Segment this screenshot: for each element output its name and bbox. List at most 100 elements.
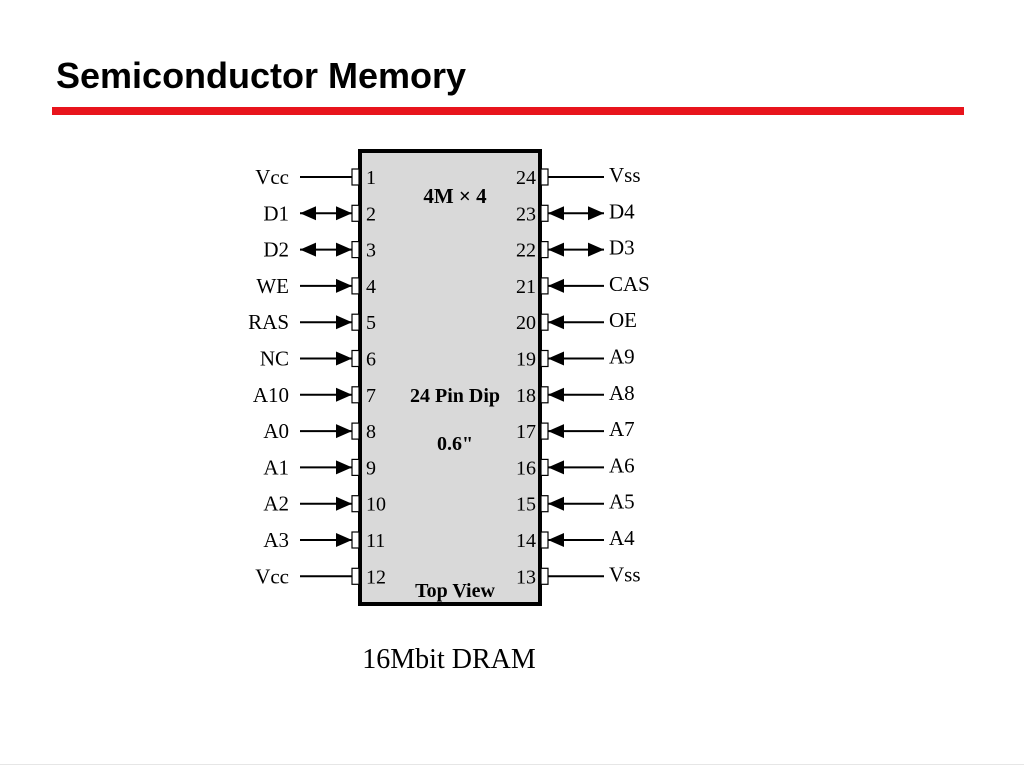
pin-label: Vss — [609, 562, 641, 586]
pin-stub — [540, 168, 549, 186]
pin-number: 11 — [366, 530, 385, 552]
pin-label: Vss — [609, 163, 641, 187]
pin-number: 20 — [516, 312, 536, 334]
pin-number: 22 — [516, 240, 536, 262]
pin-label: A6 — [609, 453, 635, 477]
pin-label: CAS — [609, 272, 650, 296]
pin-stub — [351, 567, 360, 585]
pin-arrow-in — [548, 206, 564, 221]
pin-arrow-in — [336, 387, 352, 402]
pin-arrow-out — [300, 206, 316, 221]
pin-number: 2 — [366, 203, 376, 225]
pin-label: A4 — [609, 526, 635, 550]
pin-stub — [351, 531, 360, 549]
pin-stub — [540, 422, 549, 440]
pin-number: 21 — [516, 276, 536, 298]
pin-arrow-in — [548, 242, 564, 257]
pin-stub — [351, 349, 360, 368]
pin-number: 18 — [516, 385, 536, 407]
pin-number: 6 — [366, 349, 376, 371]
chip-package-label: 24 Pin Dip — [410, 385, 500, 407]
pin-stub — [351, 277, 360, 295]
pin-arrow-in — [548, 387, 564, 402]
chip-body — [358, 149, 542, 606]
pin-label: A0 — [263, 419, 289, 443]
pin-arrow-in — [336, 351, 352, 366]
pin-number: 10 — [366, 494, 386, 516]
pin-label: A9 — [609, 345, 635, 369]
pin-label: A1 — [263, 455, 289, 479]
pin-arrow-in — [336, 460, 352, 475]
pin-number: 3 — [366, 240, 376, 262]
pin-arrow-in — [548, 278, 564, 293]
pin-stub — [351, 495, 360, 513]
pin-arrow-in — [336, 242, 352, 257]
pin-arrow-in — [548, 424, 564, 439]
pin-stub — [351, 168, 360, 186]
pin-arrow-in — [336, 206, 352, 221]
pin-stub — [351, 458, 360, 476]
pin-stub — [540, 204, 549, 222]
pin-number: 1 — [366, 167, 376, 189]
pin-label: A2 — [263, 492, 289, 516]
pin-stub — [540, 386, 549, 404]
pin-arrow-in — [336, 496, 352, 511]
pin-stub — [351, 204, 360, 222]
pin-label: A3 — [263, 528, 289, 552]
chip-view-label: Top View — [415, 580, 495, 602]
pin-arrow-in — [548, 351, 564, 366]
pin-stub — [540, 531, 549, 549]
title-underline — [52, 107, 964, 115]
pin-stub — [540, 349, 549, 368]
pin-number: 17 — [516, 421, 536, 443]
figure-caption: 16Mbit DRAM — [362, 644, 536, 675]
pin-number: 7 — [366, 385, 376, 407]
chip-organization-label: 4M × 4 — [423, 184, 487, 208]
pin-stub — [540, 458, 549, 476]
pin-stub — [540, 277, 549, 295]
pin-arrow-in — [336, 424, 352, 439]
pin-number: 4 — [366, 276, 376, 298]
pin-label: A5 — [609, 490, 635, 514]
pin-label: Vcc — [255, 165, 289, 189]
pin-number: 23 — [516, 203, 536, 225]
pin-label: Vcc — [255, 564, 289, 588]
pin-stub — [540, 567, 549, 585]
pin-label: NC — [260, 347, 289, 371]
pin-arrow-in — [336, 278, 352, 293]
pin-number: 13 — [516, 566, 536, 588]
pin-number: 16 — [516, 457, 536, 479]
pin-label: RAS — [248, 310, 289, 334]
pin-label: D1 — [263, 201, 289, 225]
pin-label: OE — [609, 308, 637, 332]
pin-label: WE — [256, 274, 289, 298]
pin-number: 14 — [516, 530, 536, 552]
pin-label: D4 — [609, 199, 635, 223]
chip-width-label: 0.6" — [437, 433, 473, 455]
pin-label: A8 — [609, 381, 635, 405]
pin-arrow-in — [548, 460, 564, 475]
pin-number: 15 — [516, 494, 536, 516]
pin-arrow-in — [336, 533, 352, 547]
pin-label: D2 — [263, 238, 289, 262]
pin-stub — [540, 241, 549, 259]
pin-label: A7 — [609, 417, 635, 441]
pin-label: A10 — [253, 383, 289, 407]
pin-stub — [540, 495, 549, 513]
slide-title: Semiconductor Memory — [56, 55, 467, 96]
pin-stub — [351, 386, 360, 404]
pin-number: 9 — [366, 457, 376, 479]
footer-divider — [0, 764, 1024, 765]
pin-arrow-in — [548, 533, 564, 547]
pin-arrow-in — [336, 315, 352, 330]
pin-number: 12 — [366, 566, 386, 588]
pin-stub — [540, 313, 549, 331]
pin-arrow-in — [548, 315, 564, 330]
pin-arrow-out — [588, 206, 604, 221]
pin-label: D3 — [609, 236, 635, 260]
pin-number: 5 — [366, 312, 376, 334]
pin-arrow-in — [548, 496, 564, 511]
pin-stub — [351, 241, 360, 259]
pin-arrow-out — [588, 242, 604, 257]
